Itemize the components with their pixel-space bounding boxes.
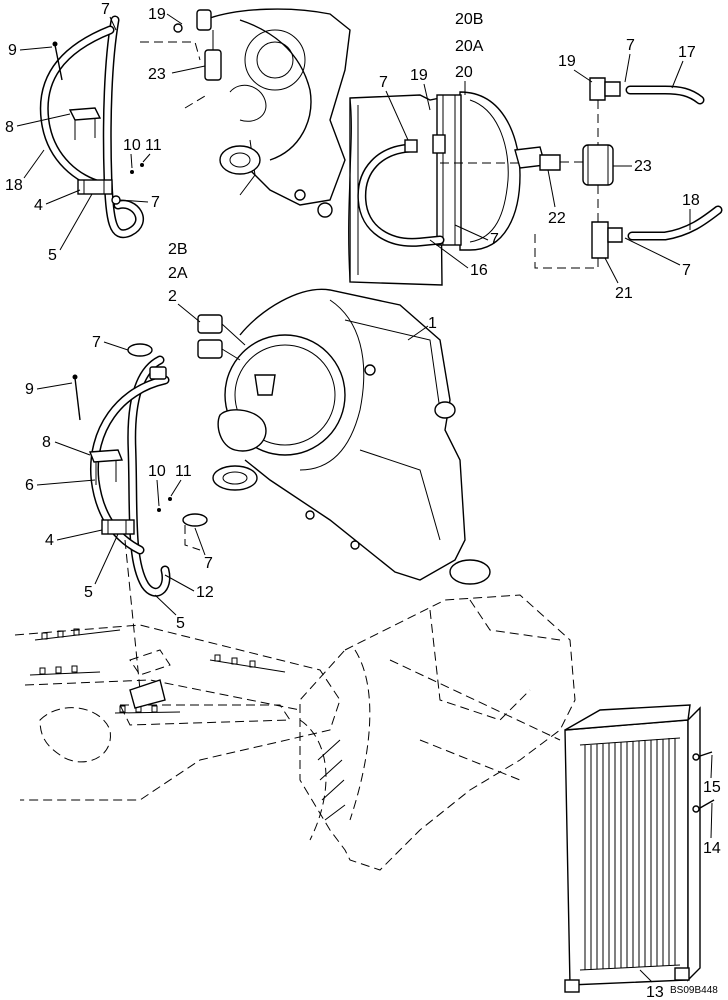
callout-11-top-left: 11 xyxy=(145,137,162,154)
callout-20B: 20B xyxy=(455,11,483,28)
middle-transmission-assembly xyxy=(72,288,491,691)
callout-19-top-left: 19 xyxy=(148,6,166,23)
callout-19-right: 19 xyxy=(558,53,576,70)
callout-4-top-left: 4 xyxy=(34,197,43,214)
callout-22: 22 xyxy=(548,210,566,227)
callout-13: 13 xyxy=(646,984,664,1000)
callout-2B: 2B xyxy=(168,241,188,258)
radiator-core xyxy=(579,737,681,971)
callout-9-top-left: 9 xyxy=(8,42,17,59)
callout-10-middle: 10 xyxy=(148,463,166,480)
callout-11-middle: 11 xyxy=(175,463,192,480)
callout-23-top-left: 23 xyxy=(148,66,166,83)
callout-15: 15 xyxy=(703,779,721,796)
callout-6: 6 xyxy=(25,477,34,494)
reference-code: BS09B448 xyxy=(670,985,718,996)
callout-23-right: 23 xyxy=(634,158,652,175)
callout-5-middle-left: 5 xyxy=(84,584,93,601)
callout-16: 16 xyxy=(470,262,488,279)
callout-18-top-left: 18 xyxy=(5,177,23,194)
callout-19-top-right: 19 xyxy=(410,67,428,84)
callout-2: 2 xyxy=(168,288,177,305)
callout-7-right-lower: 7 xyxy=(490,231,499,248)
callout-2A: 2A xyxy=(168,265,188,282)
callout-8-top-left: 8 xyxy=(5,119,14,136)
callout-10-top-left: 10 xyxy=(123,137,141,154)
callout-7-top-right: 7 xyxy=(379,74,388,91)
callout-20A: 20A xyxy=(455,38,484,55)
callout-9-middle: 9 xyxy=(25,381,34,398)
callout-21: 21 xyxy=(615,285,633,302)
callout-7-middle-top: 7 xyxy=(92,334,101,351)
callout-1: 1 xyxy=(428,315,437,332)
bottom-frame-assembly xyxy=(14,594,715,993)
callout-7-top-left: 7 xyxy=(101,1,110,18)
top-left-assembly xyxy=(39,8,351,239)
callout-14: 14 xyxy=(703,840,721,857)
callout-7-middle-bottom: 7 xyxy=(204,555,213,572)
callout-17: 17 xyxy=(678,44,696,61)
callout-20: 20 xyxy=(455,64,473,81)
callout-4-middle: 4 xyxy=(45,532,54,549)
callout-5-middle-bottom: 5 xyxy=(176,615,185,632)
top-right-assembly xyxy=(348,77,723,286)
callout-7-right-bottom: 7 xyxy=(682,262,691,279)
callout-8-middle: 8 xyxy=(42,434,51,451)
callout-7b-top-left: 7 xyxy=(151,194,160,211)
callout-7-right-upper: 7 xyxy=(626,37,635,54)
callout-5-top-left: 5 xyxy=(48,247,57,264)
callout-18-right: 18 xyxy=(682,192,700,209)
callout-12: 12 xyxy=(196,584,214,601)
